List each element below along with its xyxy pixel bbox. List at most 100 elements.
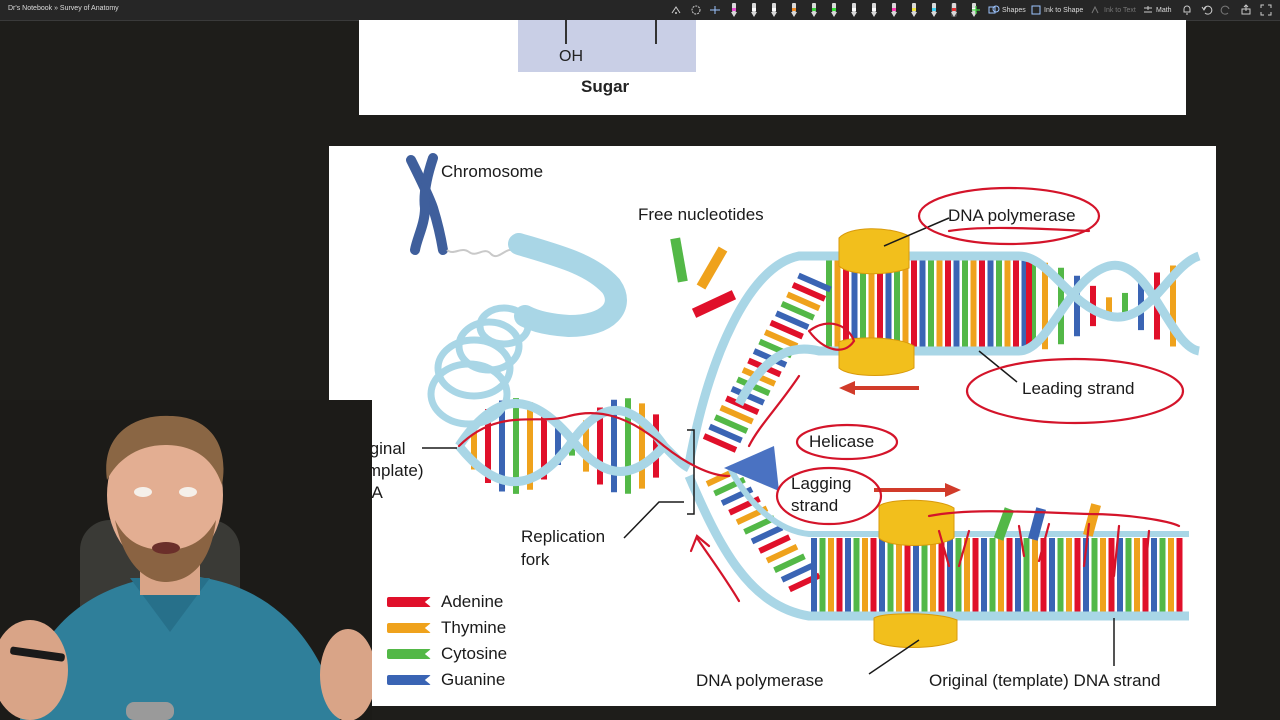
breadcrumb[interactable]: Dr's Notebook » Survey of Anatomy bbox=[8, 5, 119, 12]
add-pen-icon[interactable] bbox=[970, 3, 982, 17]
legend-label: Cytosine bbox=[441, 644, 508, 663]
ink-circle-leading-strand[interactable] bbox=[965, 357, 1185, 425]
pen-orange-icon[interactable] bbox=[791, 3, 797, 17]
pen-magenta-icon[interactable] bbox=[891, 3, 897, 17]
base-pair bbox=[786, 291, 821, 312]
dna-polymerase-lagging bbox=[878, 499, 955, 546]
pointer-leading-strand bbox=[978, 350, 1018, 383]
free-nucleotide bbox=[1028, 507, 1046, 541]
pen-cyan-icon[interactable] bbox=[931, 3, 937, 17]
presenter-hand-right bbox=[320, 629, 372, 720]
pen-white-icon[interactable] bbox=[851, 3, 857, 17]
presenter-eye bbox=[134, 487, 152, 497]
share-icon[interactable] bbox=[1240, 3, 1252, 17]
ink-stroke[interactable] bbox=[747, 374, 801, 448]
bell-icon[interactable] bbox=[1181, 3, 1193, 17]
ink-to-shape-label: Ink to Shape bbox=[1044, 6, 1084, 14]
label-original-template-strand: Original (template) DNA strand bbox=[929, 671, 1161, 690]
oh-label: OH bbox=[559, 48, 583, 65]
label-replication-fork-line1: Replication bbox=[521, 527, 606, 546]
presenter-hand-left bbox=[0, 620, 68, 720]
legend-swatch-guanine bbox=[387, 675, 431, 685]
pen-white-icon[interactable] bbox=[871, 3, 877, 17]
base-pairs bbox=[471, 260, 1183, 612]
base-pair bbox=[719, 404, 754, 425]
eraser-icon[interactable] bbox=[690, 3, 702, 17]
ink-circle-helicase[interactable] bbox=[795, 423, 899, 461]
add-space-icon[interactable] bbox=[709, 3, 721, 17]
legend-swatch-adenine bbox=[387, 597, 431, 607]
lagging-strand-helix bbox=[684, 464, 1189, 621]
fork-bracket bbox=[687, 429, 695, 515]
ink-underline[interactable] bbox=[947, 226, 1091, 233]
ink-circle-lagging-strand[interactable] bbox=[775, 466, 883, 526]
pen-green-icon[interactable] bbox=[811, 3, 817, 17]
dna-replication-diagram bbox=[406, 153, 1201, 675]
legend-swatch-thymine bbox=[387, 623, 431, 633]
base-pair bbox=[713, 414, 749, 434]
pen-white-icon[interactable] bbox=[771, 3, 777, 17]
redo-icon[interactable] bbox=[1220, 3, 1232, 17]
coil-loop bbox=[434, 336, 514, 400]
legend-item-adenine: Adenine bbox=[387, 592, 503, 612]
legend-swatch-cytosine bbox=[387, 649, 431, 659]
arrow-head bbox=[945, 483, 961, 497]
pen-pink-icon[interactable] bbox=[731, 3, 737, 17]
coil-loop bbox=[427, 360, 511, 428]
base-pair bbox=[758, 534, 791, 554]
ink-annotations[interactable] bbox=[457, 186, 1185, 603]
ink-to-shape-button[interactable]: Ink to Shape bbox=[1030, 3, 1083, 17]
label-leading-strand: Leading strand bbox=[1022, 379, 1135, 398]
ink-scribble[interactable] bbox=[807, 322, 856, 351]
free-nucleotide bbox=[993, 507, 1015, 541]
ink-hatch-marks[interactable] bbox=[937, 522, 1151, 588]
highlighter-green-icon[interactable] bbox=[831, 3, 837, 17]
shapes-button[interactable]: Shapes bbox=[988, 3, 1026, 17]
free-nucleotide bbox=[670, 237, 688, 283]
label-lagging-strand-line2: strand bbox=[791, 496, 839, 515]
free-nucleotide bbox=[691, 290, 737, 318]
coiled-dna-tube bbox=[427, 233, 627, 428]
presenter-webcam bbox=[0, 400, 372, 720]
presenter-shirt bbox=[20, 575, 340, 720]
backbone-strand bbox=[735, 260, 1201, 407]
ink-strand-trace[interactable] bbox=[457, 412, 731, 478]
label-pointer-lines bbox=[422, 217, 1115, 675]
pen-white-icon[interactable] bbox=[751, 3, 757, 17]
ink-arrow-shaft[interactable] bbox=[695, 536, 741, 603]
chromatin-thread bbox=[446, 249, 516, 257]
ink-arrow-head[interactable] bbox=[689, 534, 711, 553]
ink-to-text-button[interactable]: Ink to Text bbox=[1090, 3, 1136, 17]
stylus-pen bbox=[10, 646, 65, 662]
fullscreen-icon[interactable] bbox=[1260, 3, 1272, 17]
ink-lagging-trace[interactable] bbox=[927, 510, 1181, 528]
base-pair bbox=[750, 524, 784, 545]
sugar-bond-line bbox=[655, 20, 657, 44]
ink-circle-dna-polymerase[interactable] bbox=[917, 186, 1101, 246]
ink-to-text-label: Ink to Text bbox=[1104, 6, 1136, 14]
label-dna-polymerase-top: DNA polymerase bbox=[948, 206, 1076, 225]
dna-polymerase-top-lower bbox=[838, 337, 915, 376]
backbone-strand bbox=[726, 464, 1189, 537]
helicase-enzyme bbox=[724, 446, 779, 491]
legend-label: Guanine bbox=[441, 670, 506, 689]
onenote-toolbar: Dr's Notebook » Survey of Anatomy Shapes… bbox=[0, 0, 1280, 21]
dna-replication-slide: Chromosome Free nucleotides DNA polymera… bbox=[329, 146, 1216, 706]
shapes-icon bbox=[988, 5, 1000, 14]
presenter-hair bbox=[106, 415, 224, 485]
ink-to-shape-icon bbox=[1031, 5, 1041, 15]
base-pair bbox=[780, 563, 814, 583]
undo-icon[interactable] bbox=[1201, 3, 1213, 17]
math-icon bbox=[1144, 6, 1152, 13]
pen-red-icon[interactable] bbox=[951, 3, 957, 17]
legend-item-cytosine: Cytosine bbox=[387, 644, 507, 664]
presenter-eye bbox=[179, 487, 197, 497]
math-button[interactable]: Math bbox=[1142, 3, 1172, 17]
base-pair bbox=[797, 272, 832, 293]
dna-polymerase-top bbox=[838, 228, 910, 275]
base-pair bbox=[702, 433, 738, 453]
pen-yellow-icon[interactable] bbox=[911, 3, 917, 17]
presenter-mouth bbox=[152, 542, 180, 554]
backbone-strand bbox=[455, 399, 668, 476]
lasso-select-icon[interactable] bbox=[670, 3, 682, 17]
